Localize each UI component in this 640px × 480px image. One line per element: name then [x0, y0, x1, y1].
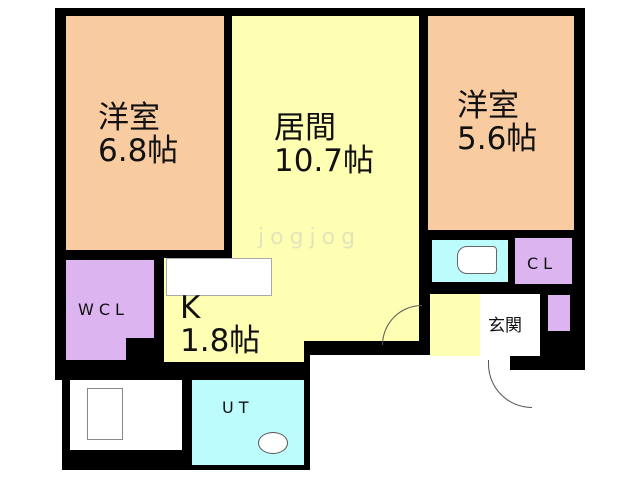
room-bath: [70, 380, 182, 450]
western-2-name: 洋室: [457, 88, 519, 124]
western-1-size: 6.8帖: [98, 132, 179, 169]
entrance-label: 玄関: [488, 316, 522, 336]
room-cl: [515, 238, 572, 284]
room-ut: [192, 380, 304, 465]
shoe-closet: [548, 295, 570, 331]
kitchen-counter: [166, 258, 272, 296]
entrance-hall: [430, 294, 480, 356]
bathtub-icon: [87, 388, 123, 440]
watermark: jogjog: [258, 225, 362, 250]
cl-label: CL: [527, 254, 558, 273]
ut-label: UT: [222, 398, 254, 417]
room-entrance: [480, 294, 540, 356]
room-western-1: [66, 16, 224, 250]
toilet-icon: [457, 246, 497, 274]
sink-icon: [258, 432, 288, 454]
wcl-label: WCL: [78, 300, 129, 319]
living-name: 居間: [274, 110, 336, 146]
kitchen-name: K: [180, 290, 201, 326]
living-size: 10.7帖: [274, 142, 375, 179]
kitchen-size: 1.8帖: [180, 322, 261, 359]
room-western-2: [428, 16, 574, 230]
western-2-size: 5.6帖: [457, 120, 538, 157]
western-1-name: 洋室: [98, 100, 160, 136]
